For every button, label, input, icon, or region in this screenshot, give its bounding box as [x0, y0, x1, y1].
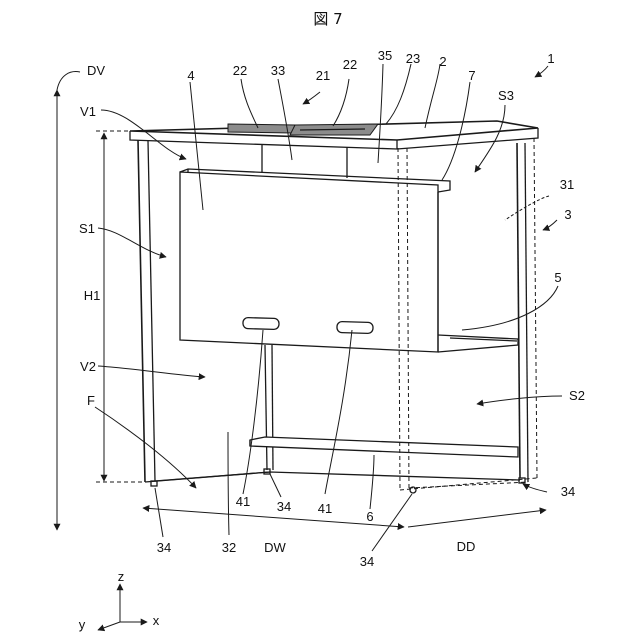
label-4: 4 [187, 68, 194, 83]
label-22b: 22 [343, 57, 357, 72]
label-34b: 34 [277, 499, 291, 514]
cabinet-drawing [130, 121, 538, 493]
figure-title: 図 7 [313, 10, 342, 28]
label-22a: 22 [233, 63, 247, 78]
label-41b: 41 [318, 501, 332, 516]
axis-x-label: x [153, 613, 160, 628]
label-41a: 41 [236, 494, 250, 509]
shelf-5 [438, 335, 518, 352]
cooktop-part-left [228, 124, 295, 133]
label-dw: DW [264, 540, 286, 555]
label-31: 31 [560, 177, 574, 192]
bottom-shelf-6 [250, 437, 518, 457]
label-dv: DV [87, 63, 105, 78]
label-7: 7 [468, 68, 475, 83]
label-34a: 34 [157, 540, 171, 555]
axis-y-label: y [79, 617, 86, 632]
coordinate-axes: z x y [79, 569, 160, 632]
label-dd: DD [457, 539, 476, 554]
label-23: 23 [406, 51, 420, 66]
label-3: 3 [564, 207, 571, 222]
label-33: 33 [271, 63, 285, 78]
label-35: 35 [378, 48, 392, 63]
label-1: 1 [547, 51, 554, 66]
label-s2: S2 [569, 388, 585, 403]
label-v1: V1 [80, 104, 96, 119]
label-f: F [87, 393, 95, 408]
axis-z-label: z [118, 569, 125, 584]
label-v2: V2 [80, 359, 96, 374]
label-5: 5 [554, 270, 561, 285]
label-s1: S1 [79, 221, 95, 236]
label-34d: 34 [561, 484, 575, 499]
label-h1: H1 [84, 288, 101, 303]
label-34c: 34 [360, 554, 374, 569]
label-6: 6 [366, 509, 373, 524]
label-21: 21 [316, 68, 330, 83]
label-32: 32 [222, 540, 236, 555]
label-s3: S3 [498, 88, 514, 103]
label-2: 2 [439, 54, 446, 69]
